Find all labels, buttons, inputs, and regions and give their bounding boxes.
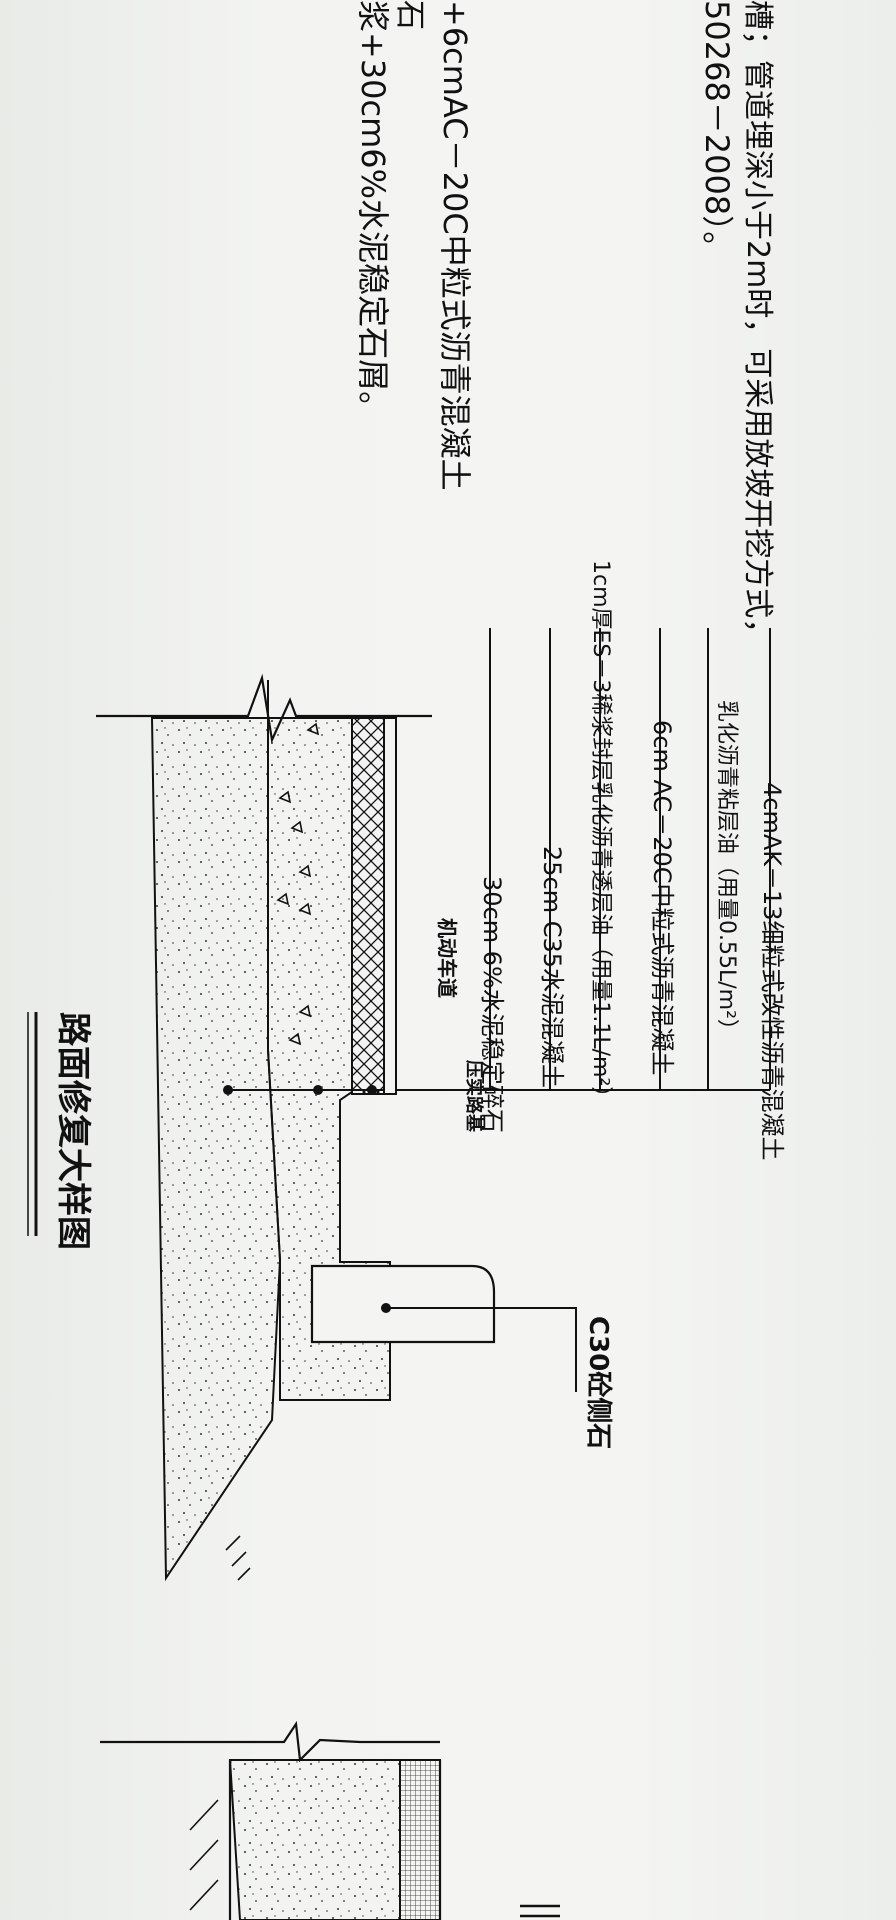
partial-outline-drawn [228,1760,442,1920]
curb-label: C30砼侧石 [583,1316,613,1449]
pavement-section [96,673,577,1582]
slope-hatch [225,1535,251,1581]
aggregate-marks [276,722,320,1046]
layer-leaders [230,628,771,1091]
layer-label-5: 25cm C35水泥混凝土 [538,846,566,1088]
layer-label-2: 乳化沥青粘层油（用量0.55L/m²） [714,700,739,1041]
surface-line [96,673,432,744]
drawing-title: 路面修复大样图 [53,1012,93,1250]
partial-slope-hatch [189,1799,219,1911]
layer-label-4: 1cm厚ES－3稀浆封层乳化沥青透层油（用量1.1L/m²） [588,560,613,1108]
note-line-5: 浆+30cm6%水泥稳定石屑。 [354,0,392,423]
partial-surface-visible [100,1720,440,1763]
lane-label: 机动车道 [435,918,459,998]
note-line-4: 石 [392,0,427,30]
subgrade-label: 压实路基 [463,1060,485,1133]
curb-stone [310,1264,496,1344]
layer-label-6: 30cm 6%水泥稳定碎石 [478,876,506,1133]
asphalt-layers [351,717,385,1095]
partial-grid-layer [399,1759,441,1920]
subgrade-fill [150,717,282,1582]
partial-dotted-region [228,1759,401,1920]
notes-block: 槽；管道埋深小于2m时，可采用放坡开挖方式， 50268－2008）。 +6cm… [354,0,775,648]
curb-leader [386,1307,577,1392]
note-line-3: +6cmAC－20C中粒式沥青混凝土 [436,0,474,491]
asphalt-top-edge [383,717,397,1095]
layer-label-1: 4cmAK－13细粒式改性沥青混凝土 [758,782,786,1161]
partial-stripe-marks [520,1904,560,1918]
partial-section [228,1759,441,1920]
title-block: 路面修复大样图 [27,1012,93,1250]
layer-labels: 4cmAK－13细粒式改性沥青混凝土 乳化沥青粘层油（用量0.55L/m²） 6… [478,560,786,1161]
note-line-1: 槽；管道埋深小于2m时，可采用放坡开挖方式， [740,0,775,648]
note-line-2: 50268－2008）。 [698,0,736,263]
layer-label-3: 6cm AC－20C中粒式沥青混凝土 [648,720,676,1076]
